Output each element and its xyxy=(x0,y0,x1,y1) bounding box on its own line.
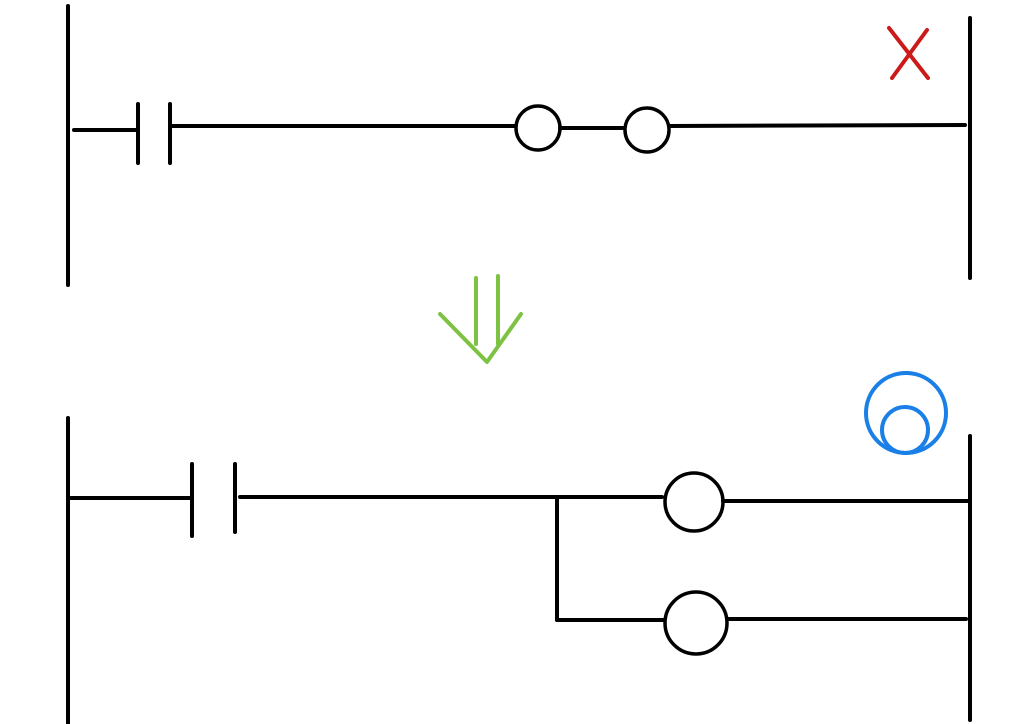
top-ladder-section xyxy=(66,4,972,287)
top-coil-2 xyxy=(623,106,671,154)
bottom-rung-2-parallel-branch xyxy=(555,496,968,656)
double-down-arrow-icon xyxy=(438,274,523,364)
top-rung xyxy=(72,102,967,165)
bottom-contact xyxy=(190,462,237,538)
bottom-coil-2 xyxy=(663,590,729,656)
bottom-coil-1 xyxy=(663,471,725,533)
bottom-rung-1 xyxy=(68,462,970,538)
top-contact xyxy=(136,102,172,165)
cross-mark-icon xyxy=(887,26,930,80)
double-circle-mark-icon xyxy=(864,371,948,455)
top-rung-wire-end xyxy=(667,123,967,128)
bottom-ladder-section xyxy=(66,371,972,724)
top-coil-1 xyxy=(514,104,562,152)
